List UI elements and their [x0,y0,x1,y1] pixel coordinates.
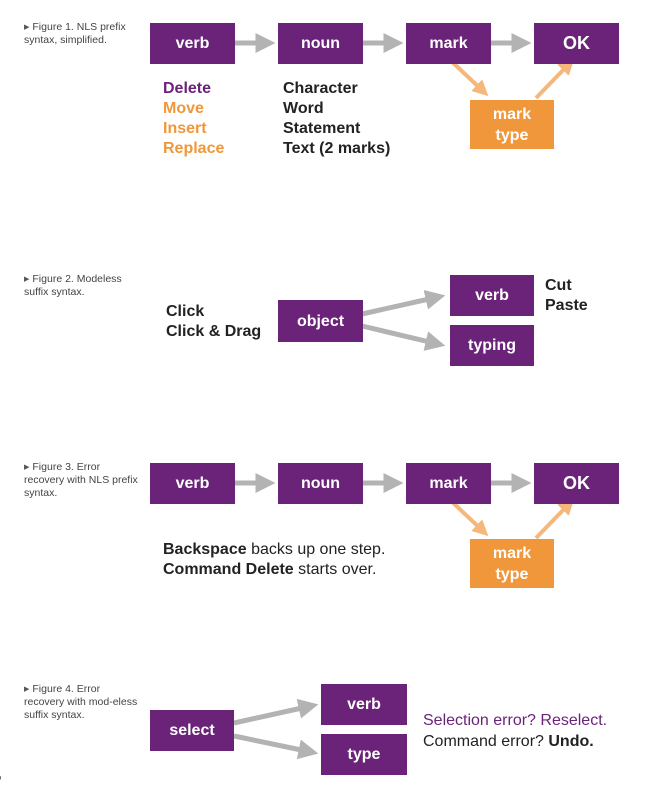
fig3-mark-type-node: mark type [470,539,554,588]
fig1-verb-list: Delete Move Insert Replace [163,79,224,159]
fig1-verb-delete: Delete [163,80,212,97]
fig4-selection-error-line: Selection error? Reselect. [423,712,608,729]
caption-bullet-icon: ▶ [24,276,30,283]
fig1-mark-node: mark [406,23,491,64]
fig2-typing-node: typing [450,325,534,366]
fig1-mark-type-node: mark type [470,100,554,149]
fig1-verb-insert: Insert [163,120,207,137]
fig3-mark-type-line2: type [495,565,529,583]
fig4-arrow-select-type [233,733,319,760]
fig1-noun-character: Character [283,80,358,97]
fig4-command-error-text: Command error? [423,733,549,750]
caption-bullet-icon: ▶ [24,686,30,693]
caption-bullet-icon: ▶ [24,24,30,31]
fig3-command-delete-key: Command Delete [163,561,294,578]
fig1-noun-list: Character Word Statement Text (2 marks) [283,79,390,159]
fig4-verb-node: verb [321,684,407,725]
fig1-mark-type-line1: mark [492,105,532,123]
fig2-verb-paste: Paste [545,297,588,314]
fig1-noun-node: noun [278,23,363,64]
fig3-command-delete-text: starts over. [293,561,377,578]
fig2-action-click: Click [166,303,205,320]
fig3-arrow-marktype-ok [534,498,575,540]
fig3-verb-node: verb [150,463,235,504]
fig4-type-node: type [321,734,407,775]
fig1-mark-type-line2: type [495,126,529,144]
fig2-object-node: object [278,300,363,342]
fig3-backspace-text: backs up one step. [246,541,386,558]
fig1-verb-replace: Replace [163,140,225,157]
fig2-arrow-object-verb [361,289,446,317]
fig1-arrow-marktype-ok [534,58,575,100]
fig2-arrow-object-typing [361,323,446,351]
fig2-action-click-drag: Click & Drag [166,323,262,340]
fig3-backspace-key: Backspace [163,541,247,558]
fig1-noun-statement: Statement [283,120,361,137]
fig1-ok-node: OK [534,23,619,64]
fig4-command-error-line: Command error? Undo. [423,731,594,752]
caption-bullet-icon: ▶ [24,464,30,471]
fig3-mark-node: mark [406,463,491,504]
fig2-action-list: Click Click & Drag [166,302,261,342]
figure2-caption: ▶Figure 2. Modeless suffix syntax. [24,273,122,298]
figure4-caption: ▶Figure 4. Error recovery with mod-eless… [24,683,138,721]
page-number: 2 [0,775,2,781]
fig4-arrow-select-verb [233,698,319,726]
fig1-verb-move: Move [163,100,204,117]
fig4-undo-text: Undo. [548,733,594,750]
figure3-caption: ▶Figure 3. Error recovery with NLS prefi… [24,461,138,499]
fig2-verb-list: Cut Paste [545,276,588,316]
fig2-verb-node: verb [450,275,534,316]
fig3-ok-node: OK [534,463,619,504]
figure1-caption: ▶Figure 1. NLS prefix syntax, simplified… [24,21,126,46]
fig3-mark-type-line1: mark [492,544,532,562]
fig3-command-delete-line: Command Delete starts over. [163,559,376,580]
fig2-verb-cut: Cut [545,277,572,294]
fig1-noun-text: Text (2 marks) [283,140,391,157]
fig3-backspace-line: Backspace backs up one step. [163,539,385,560]
fig1-noun-word: Word [283,100,324,117]
fig3-noun-node: noun [278,463,363,504]
fig1-verb-node: verb [150,23,235,64]
fig4-select-node: select [150,710,234,751]
